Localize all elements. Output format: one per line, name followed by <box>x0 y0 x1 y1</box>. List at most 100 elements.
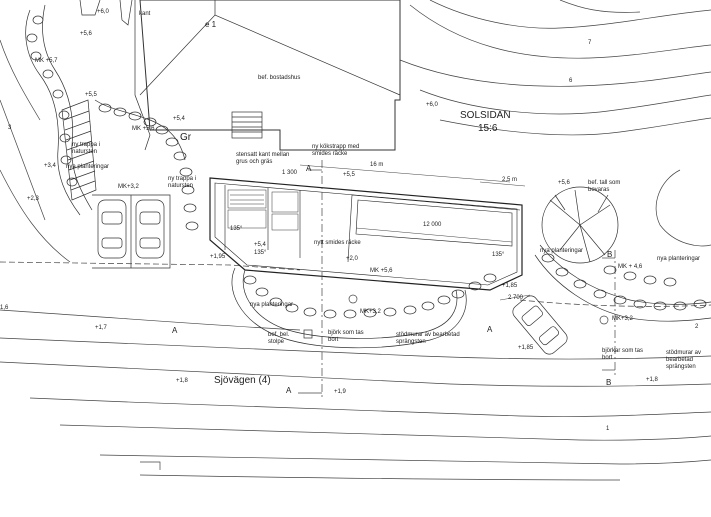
contour-line <box>29 397 711 417</box>
label-new-plantings: nya planteringar <box>66 164 110 170</box>
label-road-name: Sjövägen (4) <box>214 375 271 386</box>
label-new-plantings: nya planteringar <box>540 248 584 254</box>
contour-line <box>59 424 711 441</box>
label-elevation: +6,0 <box>97 9 109 15</box>
stone-stairs <box>61 99 97 201</box>
contour-line <box>0 361 711 387</box>
label-e1: e 1 <box>205 20 217 29</box>
label-elevation: +5,5 <box>85 92 97 98</box>
label-elevation: 1,6 <box>0 305 9 311</box>
contour-line <box>99 454 711 465</box>
label-angle: 135° <box>230 226 243 232</box>
contour-line <box>559 0 641 13</box>
label-elevation: +1,8 <box>646 377 658 383</box>
label-elevation: +5,4 <box>254 242 266 248</box>
contour-line <box>409 4 711 59</box>
label-section-b: B <box>607 250 613 259</box>
retaining-wall-stones <box>231 267 497 349</box>
label-number: 6 <box>569 78 573 84</box>
label-elevation: +1,9 <box>334 389 346 395</box>
contour-line <box>399 59 711 87</box>
tree-marker <box>348 294 358 304</box>
road-edge <box>519 299 711 307</box>
dimension-line <box>355 227 513 243</box>
label-mk: MK+3,2 <box>118 184 139 190</box>
label-existing-pine: bef. tall som bevaras <box>588 180 621 193</box>
parking-spaces <box>92 194 171 269</box>
label-dimension: 2,5 m <box>502 177 518 183</box>
label-birches-removed: björkar som tas bort <box>602 348 644 361</box>
label-elevation: +2,0 <box>346 256 358 262</box>
label-new-kitchen-stairs: ny kökstrapp med smides räcke <box>312 144 360 157</box>
dimension-line <box>299 164 511 183</box>
label-dimension: 1 300 <box>282 170 298 176</box>
house-outline <box>134 0 151 151</box>
contour-line <box>0 99 46 221</box>
contour-line <box>140 461 161 470</box>
label-existing-house: bef. bostadshus <box>258 75 301 81</box>
label-birch-removed: björk som tas bort <box>328 330 364 343</box>
contour-line <box>419 89 711 115</box>
label-section-b: B <box>606 378 612 387</box>
new-building <box>209 177 523 291</box>
retaining-wall <box>119 0 133 26</box>
label-region-a: A <box>487 325 493 334</box>
label-section-a: A <box>306 164 312 173</box>
label-elevation: +1,95 <box>210 254 226 260</box>
label-mk: MK+3,2 <box>612 316 633 322</box>
label-stone-edge: stensatt kant mellan grus och gräs <box>236 152 290 165</box>
label-mk: MK +5,7 <box>35 58 58 64</box>
label-number: 3 <box>8 125 12 131</box>
label-elevation: +1,8 <box>176 378 188 384</box>
lamp-post <box>303 329 313 339</box>
label-mk: MK+3,2 <box>360 309 381 315</box>
label-mk: MK + 4,6 <box>618 264 643 270</box>
stone-wall-garden <box>94 99 199 231</box>
label-elevation: +5,5 <box>343 172 355 178</box>
label-dimension: 12 000 <box>423 222 442 228</box>
label-elevation: +2,3 <box>27 196 39 202</box>
contour-line <box>0 39 41 121</box>
pine-tree <box>541 186 619 264</box>
label-new-railing: nytt smides räcke <box>314 240 361 246</box>
contour-line <box>429 0 711 29</box>
label-property-name: SOLSIDAN <box>460 110 511 121</box>
road-edge <box>0 261 301 271</box>
contour-line <box>655 169 711 247</box>
label-angle: 135° <box>254 250 267 256</box>
contour-line <box>0 309 301 331</box>
label-gr: Gr <box>180 132 192 143</box>
label-kant: kant <box>139 11 151 17</box>
dimension-line <box>499 294 531 301</box>
label-mk: MK +5,6 <box>132 126 155 132</box>
house-roof-ridge <box>139 14 401 96</box>
tree-marker <box>599 315 609 325</box>
contour-line <box>0 169 71 263</box>
label-number: 1 <box>606 426 610 432</box>
label-new-stairs: ny trappa i natursten <box>72 142 101 155</box>
label-number: 7 <box>588 40 592 46</box>
label-section-a: A <box>286 386 292 395</box>
house-roof <box>139 0 401 151</box>
label-elevation: +1,85 <box>518 345 534 351</box>
retaining-wall <box>79 0 101 16</box>
label-elevation: +1,7 <box>95 325 107 331</box>
label-elevation: +5,4 <box>173 116 185 122</box>
parked-car-left <box>97 199 127 259</box>
dimension-line <box>479 181 526 187</box>
label-existing-lamp: bef. bel. stolpe <box>268 332 290 345</box>
label-new-plantings: nya planteringar <box>657 256 701 262</box>
label-dimension: 2 700 <box>508 295 524 301</box>
label-retaining-walls: stödmurar av bearbetad sprängsten <box>666 350 702 370</box>
label-elevation: +5,6 <box>558 180 570 186</box>
contour-line <box>439 117 711 136</box>
label-new-plantings: nya planteringar <box>250 302 294 308</box>
label-elevation: +3,4 <box>44 163 56 169</box>
label-angle: 135° <box>492 252 505 258</box>
parked-car-road <box>512 295 568 355</box>
parked-car-right <box>135 199 165 259</box>
retaining-wall-right <box>534 244 711 322</box>
label-property-number: 15:6 <box>478 123 498 134</box>
label-elevation: +5,6 <box>80 31 92 37</box>
